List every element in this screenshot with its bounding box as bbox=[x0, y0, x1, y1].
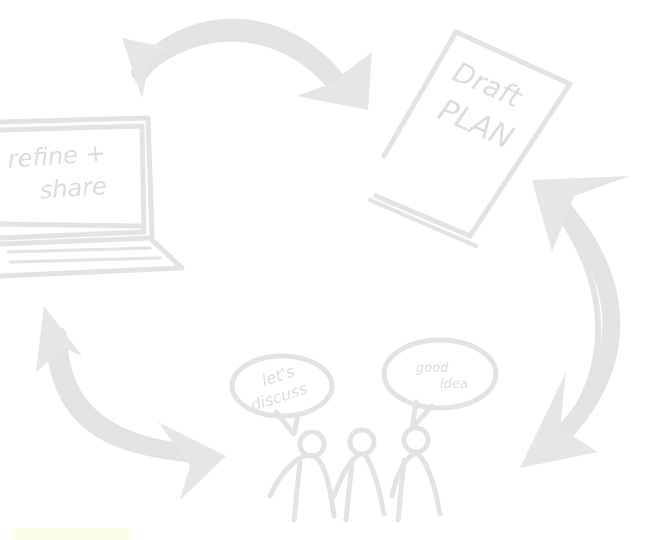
cycle-arrow-top bbox=[122, 18, 372, 110]
laptop-text-line-1: refine + bbox=[7, 139, 107, 174]
speech-bubble-right: good idea bbox=[381, 337, 499, 431]
people-sketch bbox=[267, 425, 443, 523]
laptop-sketch: refine + share bbox=[0, 115, 185, 279]
speech-bubble-left: let's discuss bbox=[229, 353, 335, 437]
laptop-text-line-2: share bbox=[39, 172, 108, 205]
speech-bubble-right-line-1: good bbox=[416, 361, 449, 376]
person-figure-1 bbox=[267, 429, 337, 523]
document-sketch: Draft PLAN bbox=[368, 29, 573, 248]
speech-bubble-right-line-2: idea bbox=[440, 377, 468, 392]
person-figure-2 bbox=[331, 427, 387, 523]
cycle-arrow-left bbox=[36, 306, 226, 500]
person-figure-3 bbox=[389, 425, 443, 523]
cycle-arrow-right bbox=[520, 176, 630, 468]
corner-highlight bbox=[12, 528, 132, 540]
